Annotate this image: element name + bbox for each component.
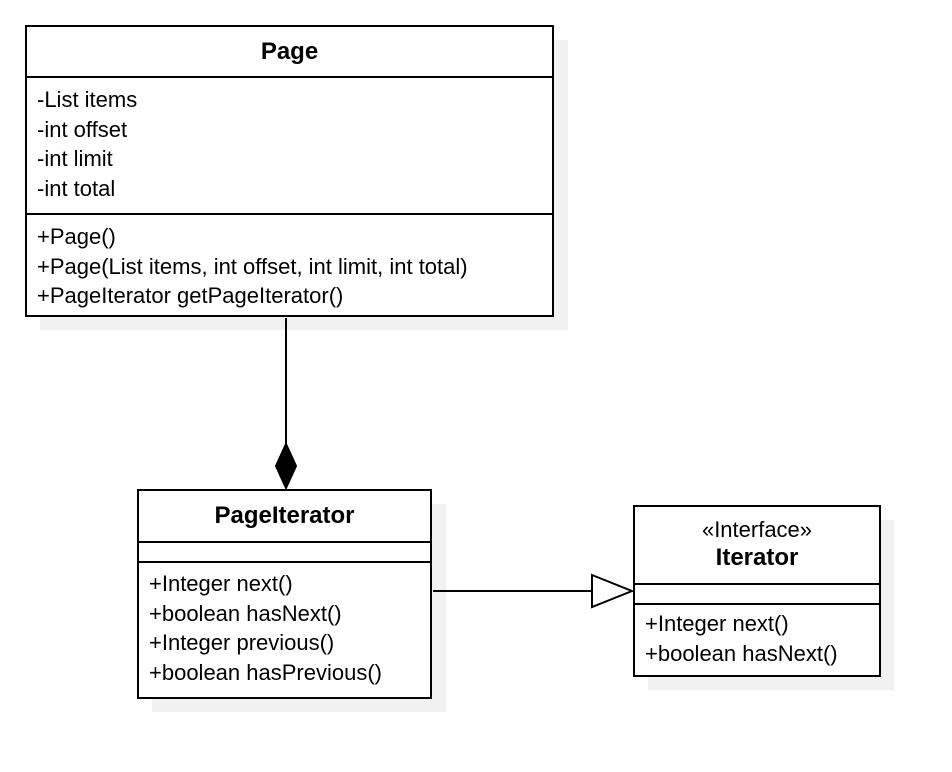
page-operation: +Page() <box>37 224 116 249</box>
pageiterator-operation: +boolean hasPrevious() <box>149 659 382 685</box>
pageiterator-operation: +Integer previous() <box>149 630 335 655</box>
page-attributes: -List items -int offset -int limit -int … <box>27 76 552 213</box>
iterator-attributes <box>635 583 879 603</box>
iterator-interface-name: Iterator <box>715 544 799 571</box>
pageiterator-operations: +Integer next() +boolean hasNext() +Inte… <box>139 561 430 697</box>
pageiterator-class-name: PageIterator <box>214 502 355 529</box>
page-class[interactable]: Page -List items -int offset -int limit … <box>25 25 554 317</box>
pageiterator-operation: +boolean hasNext() <box>149 600 342 626</box>
page-attribute: -List items <box>37 87 138 112</box>
composition-diamond <box>274 441 298 491</box>
page-attribute: -int offset <box>37 116 128 142</box>
page-operation: +PageIterator getPageIterator() <box>37 283 344 308</box>
iterator-interface[interactable]: «Interface» Iterator +Integer next() +bo… <box>633 505 881 677</box>
iterator-operation: +boolean hasNext() <box>645 640 838 666</box>
iterator-operations: +Integer next() +boolean hasNext() <box>635 603 879 675</box>
page-class-name: Page <box>260 37 319 65</box>
page-operations: +Page() +Page(List items, int offset, in… <box>27 213 552 315</box>
pageiterator-operation: +Integer next() <box>149 571 293 596</box>
iterator-interface-header: «Interface» Iterator <box>635 507 879 583</box>
page-operation: +Page(List items, int offset, int limit,… <box>37 253 468 279</box>
pageiterator-class[interactable]: PageIterator +Integer next() +boolean ha… <box>137 489 432 699</box>
page-class-header: Page <box>27 27 552 76</box>
page-attribute: -int limit <box>37 146 113 171</box>
pageiterator-class-header: PageIterator <box>139 491 430 541</box>
realization-arrowhead <box>591 573 635 609</box>
page-attribute: -int total <box>37 175 116 201</box>
pageiterator-attributes <box>139 541 430 561</box>
iterator-operation: +Integer next() <box>645 611 789 636</box>
iterator-stereotype: «Interface» <box>701 517 813 542</box>
